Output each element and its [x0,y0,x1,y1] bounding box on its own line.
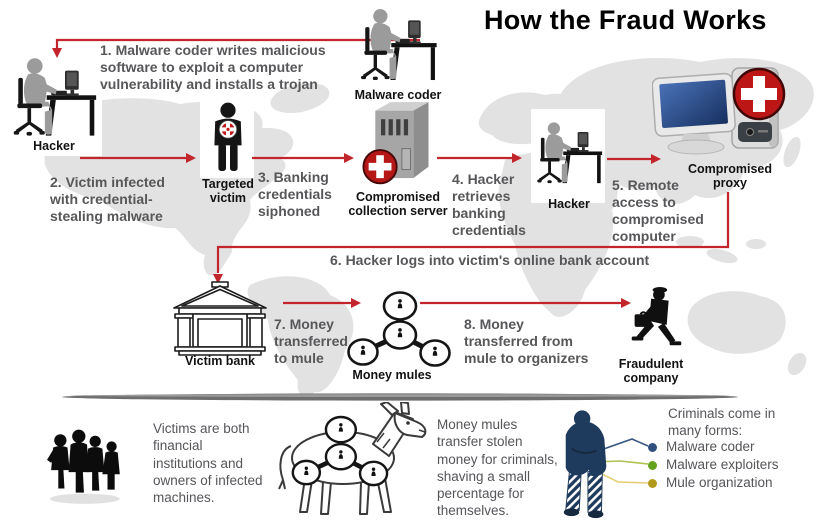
mule-organization-bullet-dot [648,479,657,488]
victim-bank-icon [173,281,267,356]
malware-exploiters-bullet-dot [648,461,657,470]
step-6-text: 6. Hacker logs into victim's online bank… [330,252,650,268]
victims-note: Victims are both financial institutions … [153,421,263,506]
money-mules-label: Money mules [352,368,432,382]
collection-server-label: Compromised collection server [348,190,448,219]
criminal-type-label: Mule organization [666,475,773,490]
targeted-victim-label: Targeted victim [202,177,254,206]
hacker2-at-desk-icon [537,122,603,184]
step-1-text: 1. Malware coder writes malicious softwa… [100,42,326,93]
step-2-text: 2. Victim infected with credential- stea… [50,174,165,225]
compromised-proxy-icon [652,66,786,156]
malware-coder-label: Malware coder [354,88,442,102]
fraudulent-company-label: Fraudulent company [618,357,684,386]
criminal-type-label: Malware coder [666,439,755,454]
targeted-victim-icon [213,102,243,172]
donkey-mule-icon [270,402,437,520]
malware-coder-bullet-dot [648,443,657,452]
money-mules-network-icon [338,290,458,370]
criminal-type-item: Malware coder [648,439,755,454]
malware-coder-icon [361,9,437,81]
step-5-text: 5. Remote access to compromised computer [612,177,704,245]
hacker-at-desk-icon [13,58,97,136]
victims-crowd-icon [47,429,120,504]
step-3-text: 3. Banking credentials siphoned [258,169,332,220]
step-7-text: 7. Money transferred to mule [274,316,348,367]
hacker1-label: Hacker [33,139,75,153]
compromised-server-icon [362,101,430,185]
fraudulent-company-icon [630,286,683,347]
criminal-type-item: Malware exploiters [648,457,779,472]
compromised-proxy-label: Compromised proxy [687,162,773,191]
page-title: How the Fraud Works [484,5,767,35]
step-4-text: 4. Hacker retrieves banking credentials [452,171,526,239]
criminal-type-label: Malware exploiters [666,457,779,472]
criminals-heading: Criminals come in many forms: [668,406,776,439]
hacker2-label: Hacker [548,197,590,211]
criminal-type-item: Mule organization [648,475,773,490]
section-divider [62,393,738,401]
money-mules-note: Money mules transfer stolen money for cr… [437,417,558,519]
step-8-text: 8. Money transferred from mule to organi… [464,316,589,367]
criminal-figure-icon [562,409,608,520]
victim-bank-label: Victim bank [185,354,255,368]
